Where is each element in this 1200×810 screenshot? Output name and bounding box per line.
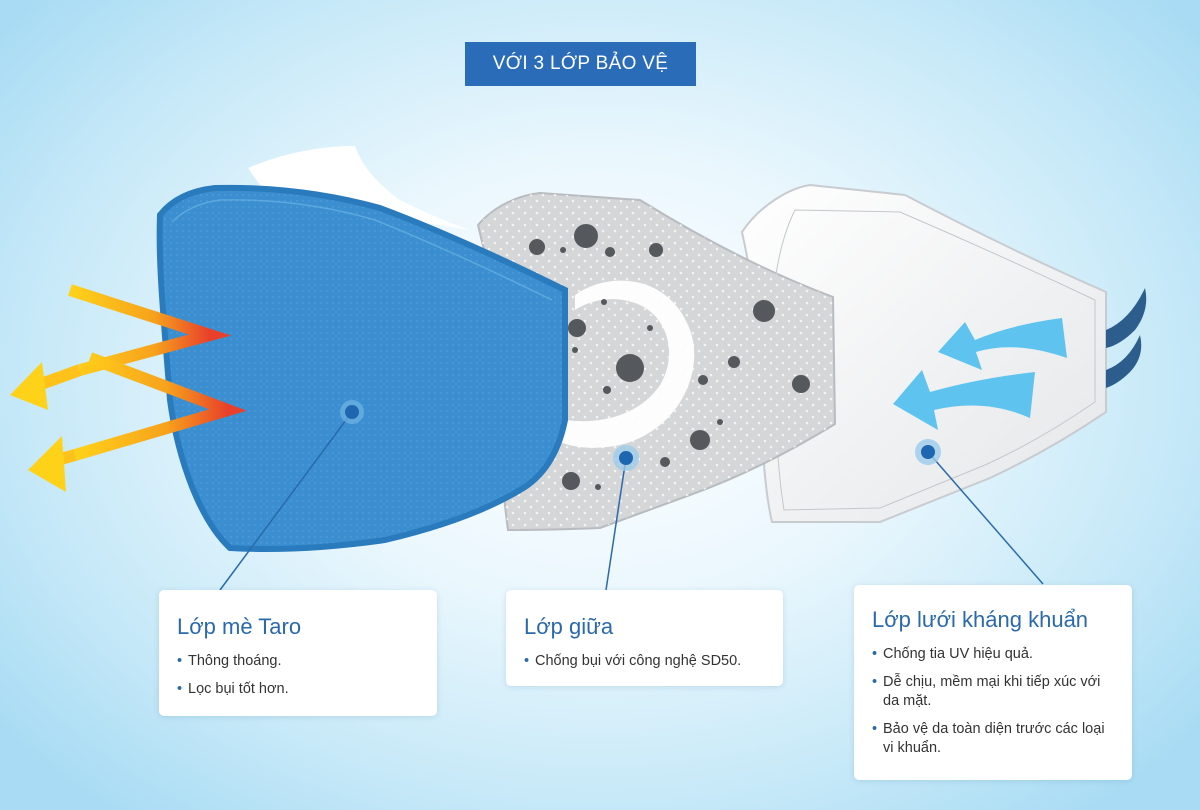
layer-card-title: Lớp lưới kháng khuẩn: [872, 607, 1089, 632]
layer-card-title: Lớp giữa: [524, 614, 614, 639]
callout-pin-outer: [340, 400, 364, 424]
list-item: Chống tia UV hiệu quả.: [872, 645, 1114, 664]
middle-layer-shape: [476, 191, 837, 532]
list-item: Lọc bụi tốt hơn.: [177, 680, 437, 699]
list-item: Thông thoáng.: [177, 652, 437, 671]
list-item: Chống bụi với công nghệ SD50.: [524, 652, 783, 671]
page-title: VỚI 3 LỚP BẢO VỆ: [465, 42, 696, 86]
layer-card-outer: Lớp mè Taro Thông thoáng. Lọc bụi tốt hơ…: [159, 590, 437, 716]
list-item: Bảo vệ da toàn diện trước các loại vi kh…: [872, 720, 1114, 758]
callout-connectors: [219, 411, 1044, 591]
layer-card-points: Thông thoáng. Lọc bụi tốt hơn.: [177, 652, 437, 699]
layer-card-points: Chống tia UV hiệu quả. Dễ chịu, mềm mại …: [872, 645, 1114, 758]
layer-card-title: Lớp mè Taro: [177, 614, 302, 639]
layer-card-inner: Lớp lưới kháng khuẩn Chống tia UV hiệu q…: [854, 585, 1132, 780]
outgoing-air-arrows: [10, 284, 247, 492]
callout-pin-middle: [613, 445, 639, 471]
layer-card-points: Chống bụi với công nghệ SD50.: [524, 652, 783, 671]
callout-pin-inner: [915, 439, 941, 465]
list-item: Dễ chịu, mềm mại khi tiếp xúc với da mặt…: [872, 673, 1114, 711]
outer-layer-shape: [156, 146, 568, 552]
layer-card-middle: Lớp giữa Chống bụi với công nghệ SD50.: [506, 590, 783, 686]
incoming-air-arrows: [893, 318, 1067, 430]
